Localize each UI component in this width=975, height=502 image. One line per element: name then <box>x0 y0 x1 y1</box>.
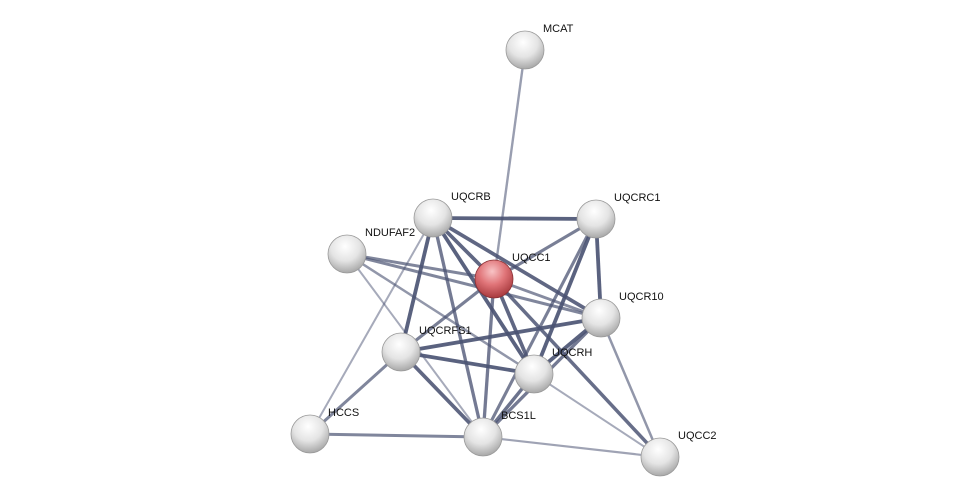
edge-uqcrb-bcs1l[interactable] <box>431 217 485 438</box>
edge-uqcrb-uqcrfs1[interactable] <box>399 217 435 353</box>
node-layer: MCAT UQCRB UQCRC1NDUFAF2UQCC1UQCR10UQCRFS1… <box>290 23 717 477</box>
node-hccs[interactable]: HCCS <box>290 407 359 454</box>
node-sphere[interactable] <box>290 414 330 454</box>
node-label: UQCRC1 <box>614 192 660 204</box>
node-label: BCS1L <box>501 410 536 422</box>
node-uqcrc1[interactable]: UQCRC1 <box>576 192 660 239</box>
edge-uqcrb-hccs[interactable] <box>309 217 434 435</box>
node-sphere[interactable] <box>576 199 616 239</box>
edge-uqcrb-uqcr10[interactable] <box>432 216 602 320</box>
node-label: UQCC1 <box>512 252 551 264</box>
node-sphere[interactable] <box>474 259 514 299</box>
node-sphere[interactable] <box>514 354 554 394</box>
node-sphere[interactable] <box>413 198 453 238</box>
edge-uqcc1-bcs1l[interactable] <box>481 278 496 438</box>
node-uqcr10[interactable]: UQCR10 <box>581 291 664 338</box>
edge-bcs1l-uqcc2[interactable] <box>482 435 661 459</box>
node-sphere[interactable] <box>381 332 421 372</box>
edge-ndufaf2-uqcrh[interactable] <box>346 252 535 376</box>
node-label: MCAT <box>543 23 574 35</box>
node-bcs1l[interactable]: BCS1L <box>463 410 536 457</box>
node-sphere[interactable] <box>463 417 503 457</box>
node-sphere[interactable] <box>640 437 680 477</box>
edge-ndufaf2-uqcc1[interactable] <box>346 252 495 281</box>
node-uqcc2[interactable]: UQCC2 <box>640 430 717 477</box>
node-uqcrb[interactable]: UQCRB <box>413 191 491 238</box>
edge-uqcrfs1-hccs[interactable] <box>308 350 403 436</box>
edge-uqcrfs1-bcs1l[interactable] <box>399 350 485 439</box>
edge-uqcrfs1-uqcr10[interactable] <box>400 316 602 354</box>
node-label: NDUFAF2 <box>365 227 415 239</box>
edge-mcat-uqcc1[interactable] <box>492 49 527 280</box>
node-ndufaf2[interactable]: NDUFAF2 <box>327 227 415 274</box>
edge-uqcrb-uqcrc1[interactable] <box>432 216 597 221</box>
node-label: UQCC2 <box>678 430 717 442</box>
node-label: UQCRB <box>451 191 491 203</box>
node-label: HCCS <box>328 407 359 419</box>
node-label: UQCRH <box>552 347 592 359</box>
edge-layer <box>308 49 662 459</box>
edge-uqcc1-uqcrfs1[interactable] <box>400 277 495 354</box>
node-label: UQCRFS1 <box>419 325 472 337</box>
node-uqcrh[interactable]: UQCRH <box>514 347 592 394</box>
edge-ndufaf2-uqcr10[interactable] <box>346 252 602 320</box>
node-uqcrfs1[interactable]: UQCRFS1 <box>381 325 472 372</box>
edge-uqcr10-uqcc2[interactable] <box>599 317 662 458</box>
node-label: UQCR10 <box>619 291 664 303</box>
edge-uqcrc1-uqcc1[interactable] <box>493 217 597 281</box>
edge-uqcrfs1-uqcrh[interactable] <box>400 350 535 376</box>
node-mcat[interactable]: MCAT <box>505 23 574 70</box>
edge-uqcrh-uqcc2[interactable] <box>533 373 661 458</box>
edge-uqcc1-uqcc2[interactable] <box>492 277 662 459</box>
node-uqcc1[interactable]: UQCC1 <box>474 252 551 299</box>
edge-uqcrc1-uqcrh[interactable] <box>532 218 598 375</box>
edge-uqcrb-uqcrh[interactable] <box>431 216 536 376</box>
node-sphere[interactable] <box>581 298 621 338</box>
node-sphere[interactable] <box>327 234 367 274</box>
node-sphere[interactable] <box>505 30 545 70</box>
edge-hccs-bcs1l[interactable] <box>309 432 484 439</box>
